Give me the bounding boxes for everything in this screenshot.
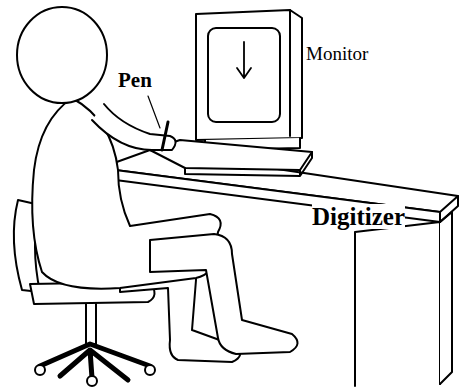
chair-base [40,344,150,380]
stylus-pen [162,122,168,150]
screen-arrow [237,42,251,78]
part-label: Pen [118,70,152,91]
chair-wheel [145,365,155,375]
desk-leg-side [440,212,452,384]
chair-wheel [35,365,45,375]
monitor-housing [196,10,302,140]
monitor-screen [208,28,280,122]
person-head [17,7,107,103]
part-label: Monitor [306,44,368,63]
person-arm [92,104,176,150]
chair-post [86,304,96,344]
desk-leg [355,222,440,386]
chair-wheel [87,376,97,386]
leader-line [148,96,160,128]
desk-edge-side [440,196,458,222]
person-front-leg [150,234,298,354]
monitor-side [289,10,291,136]
part-label: Digitizer [312,204,405,229]
digitizer-edge [185,152,312,176]
